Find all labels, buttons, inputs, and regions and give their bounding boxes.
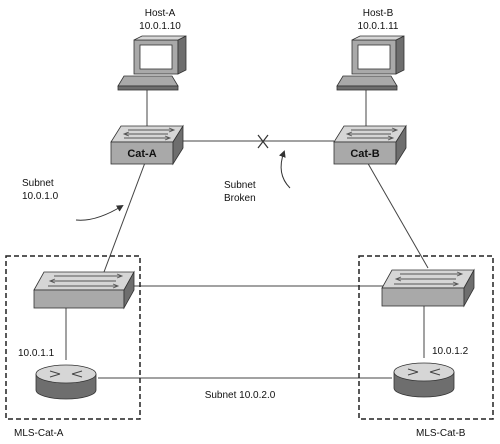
mls-switch-a-icon[interactable]	[33, 270, 135, 310]
subnet-arrow-icon	[75, 204, 124, 221]
subnet-left-line1: Subnet	[22, 178, 54, 189]
mls-box-a	[5, 255, 141, 420]
host-b-name: Host-B	[363, 8, 394, 19]
host-a-icon[interactable]	[117, 35, 187, 91]
cat-a-label: Cat-A	[127, 148, 156, 160]
switch-cat-a-icon[interactable]	[110, 124, 184, 166]
router-b-icon[interactable]	[393, 362, 455, 398]
mls-cat-a-label: MLS-Cat-A	[14, 428, 64, 439]
mls-cat-b-label: MLS-Cat-B	[416, 428, 466, 439]
link-cat-b-mls-switch-b	[365, 159, 429, 269]
router-b-ip: 10.0.1.2	[432, 346, 469, 357]
host-a-ip: 10.0.1.10	[139, 21, 181, 32]
host-b-ip: 10.0.1.11	[358, 21, 399, 32]
switch-cat-b-icon[interactable]	[333, 124, 407, 166]
mls-switch-b-icon[interactable]	[381, 268, 475, 308]
links	[65, 88, 429, 379]
host-a-name: Host-A	[145, 8, 176, 19]
router-a-ip: 10.0.1.1	[18, 348, 55, 359]
cat-b-label: Cat-B	[350, 148, 379, 160]
host-b-icon[interactable]	[336, 35, 405, 91]
bottom-subnet-label: Subnet 10.0.2.0	[205, 390, 276, 401]
subnet-broken-line2: Broken	[224, 193, 256, 204]
link-break-icon	[257, 134, 269, 149]
subnet-left-line2: 10.0.1.0	[22, 191, 59, 202]
mls-box-b	[358, 255, 494, 420]
broken-arrow-icon	[279, 150, 291, 189]
link-cat-a-mls-switch-a	[97, 159, 147, 289]
router-a-icon[interactable]	[35, 364, 97, 400]
subnet-broken-line1: Subnet	[224, 180, 256, 191]
